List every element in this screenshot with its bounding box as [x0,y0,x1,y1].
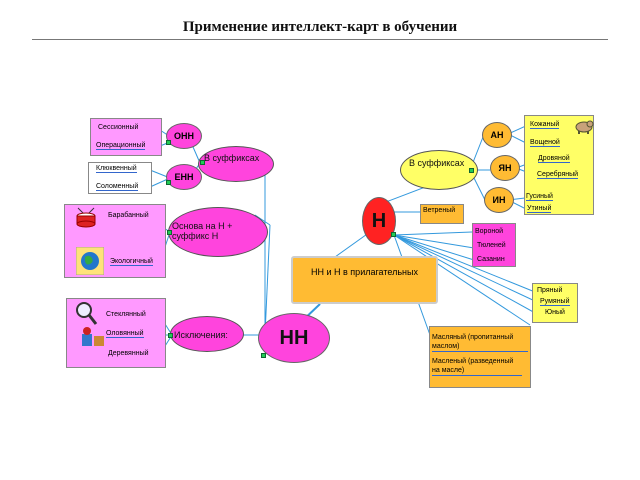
suffix-right-ellipse[interactable] [400,150,478,190]
title-divider [32,39,608,40]
suffix-left-label: В суффиксах [204,153,260,163]
connector-dot [469,168,474,173]
word-item[interactable]: Клюквенный [96,165,137,173]
word-item[interactable]: Вороной [475,228,504,235]
connector-dot [168,333,173,338]
word-item: Ветреный [423,207,456,214]
word-item[interactable]: Стеклянный [106,311,146,318]
toy-soldier-icon [82,327,104,346]
word-item[interactable]: Утиный [527,205,552,213]
suffix-an-circle[interactable]: АН [482,122,512,148]
n-group-box [472,223,516,267]
word-item[interactable]: Сессионный [98,124,139,131]
suffix-yan-circle[interactable]: ЯН [490,155,520,181]
suffix-enn-label: ЕНН [174,172,194,182]
node-nn-label: НН [279,326,309,349]
connector-dot [166,140,171,145]
magnifier-icon [76,302,98,325]
word-item[interactable]: Экологичный [110,258,153,266]
node-n-circle[interactable]: Н [362,197,396,245]
connector-dot [200,160,205,165]
earth-icon [76,247,104,275]
suffix-onn-label: ОНН [174,131,194,141]
word-item[interactable]: Операционный [96,142,146,150]
word-item[interactable]: Гусиный [526,193,553,201]
exceptions-label: Исключения: [174,330,228,340]
node-nn-ellipse[interactable]: НН [258,313,330,363]
node-n-label: Н [371,209,387,232]
word-item[interactable]: Оловянный [106,330,144,338]
suffix-enn-ellipse[interactable]: ЕНН [166,164,202,190]
word-item[interactable]: Кожаный [530,121,560,129]
connector-dot [167,230,172,235]
word-item[interactable]: Соломенный [96,183,139,191]
exception-windy-box[interactable] [420,204,464,224]
osnova-ellipse[interactable] [168,207,268,257]
word-item[interactable]: Барабанный [108,212,149,219]
word-item[interactable]: Пряный [537,287,563,294]
suffix-onn-ellipse[interactable]: ОНН [166,123,202,149]
exceptions-right-box [429,326,531,388]
word-item[interactable]: Масляный (пропитанный маслом) [432,333,528,352]
enn-words-box [88,162,152,194]
suffix-right-label: В суффиксах [409,158,465,168]
cow-icon [575,120,594,134]
word-item[interactable]: Тюленей [477,242,506,249]
word-item[interactable]: Масленый (разведенный на масле) [432,357,522,376]
word-item[interactable]: Деревянный [108,350,149,357]
word-item[interactable]: Вощеной [530,139,560,147]
word-item[interactable]: Серебряный [537,171,579,179]
word-item[interactable]: Юный [545,309,565,316]
suffix-left-ellipse[interactable] [198,146,274,182]
osnova-label: Основа на Н + суффикс Н [172,221,233,241]
word-item[interactable]: Дровяной [538,155,570,163]
connector-dot [261,353,266,358]
suffix-in-label: ИН [492,195,506,205]
suffix-yan-label: ЯН [498,163,512,173]
n-group2-box [532,283,578,323]
central-topic[interactable]: НН и Н в прилагательных [291,256,438,304]
suffix-in-circle[interactable]: ИН [484,187,514,213]
exceptions-ellipse[interactable] [170,316,244,352]
word-item[interactable]: Сазанин [477,256,505,263]
connector-dot [166,180,171,185]
suffix-an-label: АН [490,130,504,140]
page-title: Применение интеллект-карт в обучении [182,19,458,35]
connector-dot [391,232,396,237]
word-item[interactable]: Румяный [540,298,570,306]
drum-icon [76,207,96,228]
